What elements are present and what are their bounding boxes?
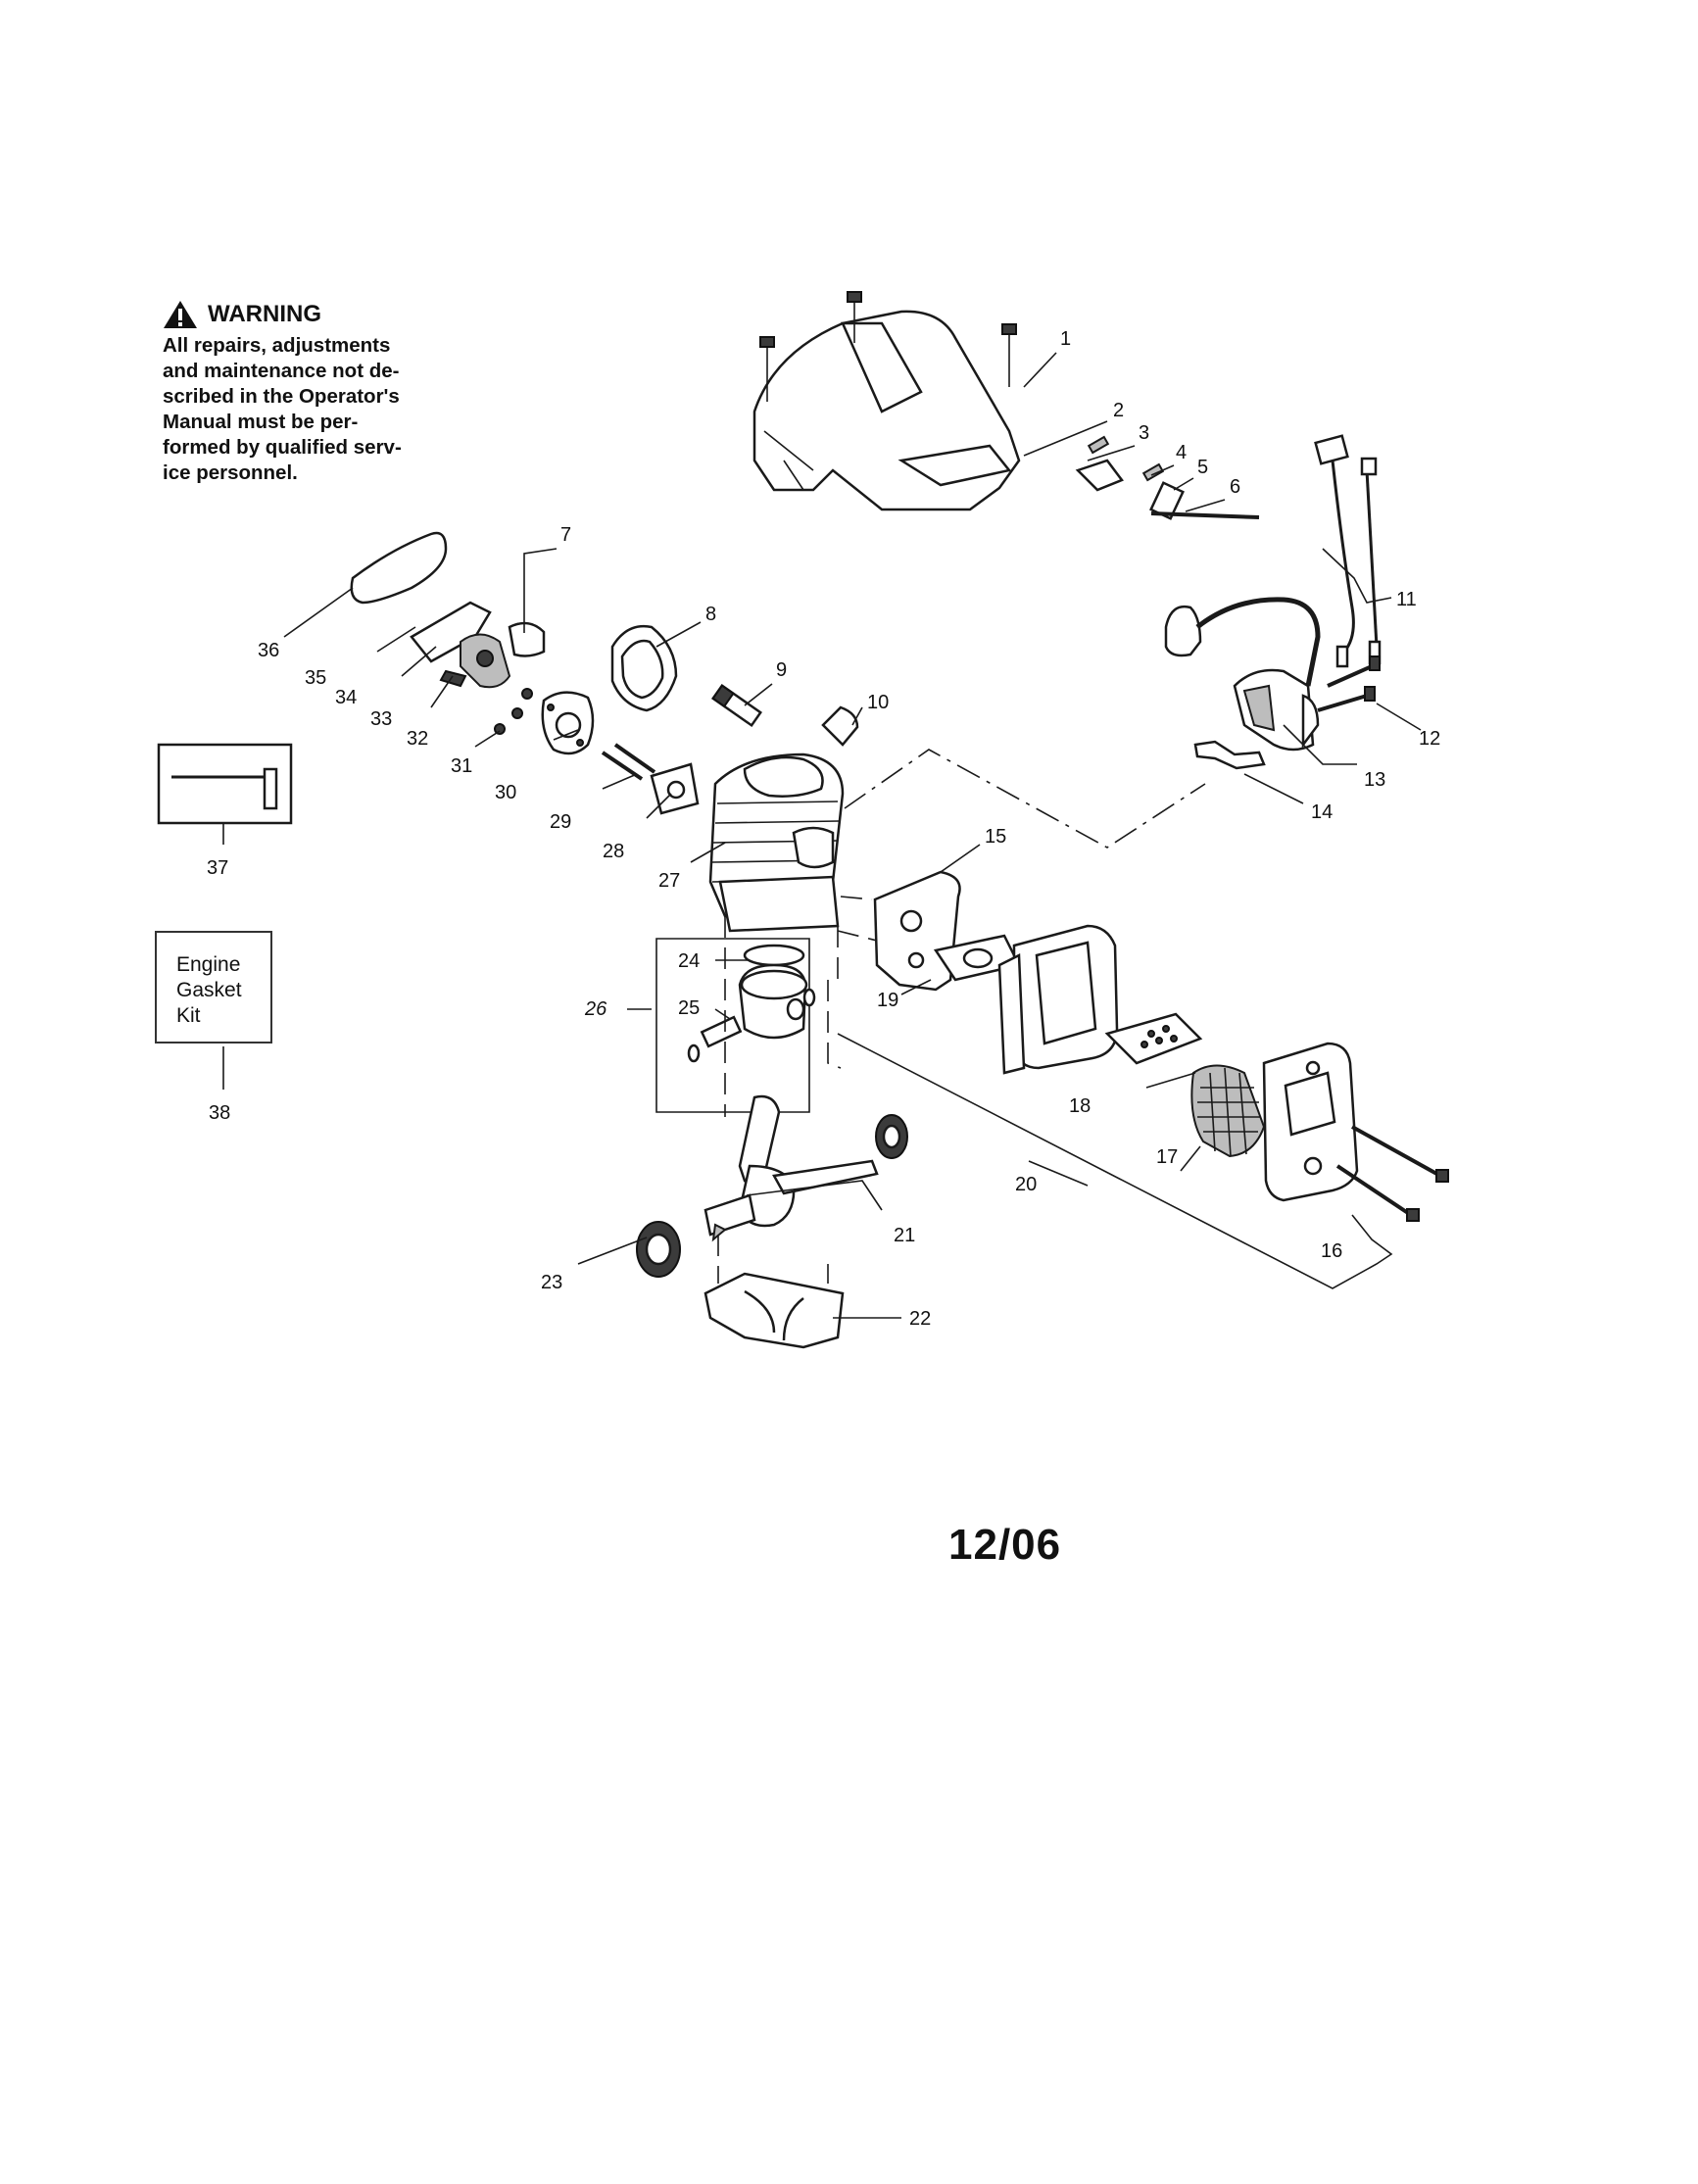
muffler-cover-part [1262,1042,1359,1202]
warning-text: All repairs, adjustments and maintenance… [163,333,447,486]
callout-32: 32 [407,728,428,750]
warning-line: Manual must be per- [163,411,359,433]
warning-line: All repairs, adjustments [163,334,391,357]
crankcase-bearing-part [636,1221,681,1278]
carburetor-part [410,601,546,689]
callout-28: 28 [603,841,624,862]
callout-35: 35 [305,667,326,689]
callout-labels: 1 2 3 4 5 6 7 8 9 10 11 12 13 14 15 16 1… [207,328,1440,1330]
ground-bracket-part [1193,740,1266,770]
warning-title: WARNING [208,301,321,327]
callout-34: 34 [335,687,357,708]
callout-37: 37 [207,857,228,879]
ignition-screw-part [1317,655,1381,712]
callout-25: 25 [678,997,700,1019]
callout-4: 4 [1176,442,1187,463]
spark-plug-boot-part [821,705,859,747]
callout-22: 22 [909,1308,931,1330]
kit-label-line: Gasket [176,979,242,1001]
callout-38: 38 [209,1102,230,1124]
crankshaft-bearing-part [875,1114,908,1159]
tool-box [157,743,293,825]
intake-bolt-part [601,743,656,781]
callout-31: 31 [451,755,472,777]
assembly-lines [717,749,1206,1284]
callout-10: 10 [867,692,889,713]
callout-12: 12 [1419,728,1440,750]
callout-36: 36 [258,640,279,661]
cylinder-part [708,752,845,933]
kit-label-line: Engine [176,953,241,976]
muffler-bolt-part [1335,1125,1449,1222]
callout-23: 23 [541,1272,562,1293]
warning-line: ice personnel. [163,461,298,484]
spark-plug-part [711,683,762,728]
carb-screw-part [494,688,533,735]
top-cover-part [752,310,1021,511]
callout-5: 5 [1197,457,1208,478]
spark-arrestor-screen-part [1190,1064,1266,1158]
crankshaft-part [703,1094,879,1242]
warning-line: and maintenance not de- [163,360,400,382]
small-clip-parts [1075,435,1260,520]
date-code: 12/06 [948,1521,1062,1569]
callout-16: 16 [1321,1240,1342,1262]
heat-shield-part [873,870,961,992]
warning-notice: WARNING All repairs, adjustments and mai… [163,300,447,486]
callout-15: 15 [985,826,1006,848]
callout-14: 14 [1311,801,1333,823]
callout-33: 33 [370,708,392,730]
spark-arrestor-plate-part [1104,1012,1203,1065]
leader-lines [222,352,1422,1319]
air-filter-part [350,531,448,605]
callout-30: 30 [495,782,516,803]
callout-17: 17 [1156,1146,1178,1168]
callout-6: 6 [1230,476,1240,498]
crankcase-half-part [703,1272,845,1349]
callout-11: 11 [1396,589,1417,610]
warning-line: formed by qualified serv- [163,436,402,459]
ignition-wire-part [1314,434,1382,668]
callout-29: 29 [550,811,571,833]
kit-label-line: Kit [176,1004,201,1027]
callout-20: 20 [1015,1174,1037,1195]
engine-gasket-kit-box: Engine Gasket Kit [155,931,272,1043]
callout-21: 21 [894,1225,915,1246]
cover-bolt-part [759,291,1017,402]
carb-adapter-part [541,691,595,755]
intake-boot-part [610,624,678,712]
callout-24: 24 [678,950,700,972]
ignition-module-part [1164,597,1321,752]
callout-7: 7 [560,524,571,546]
muffler-body-part [997,924,1119,1075]
callout-9: 9 [776,659,787,681]
callout-2: 2 [1113,400,1124,421]
piston-assembly-group [655,938,816,1113]
warning-triangle-icon [164,301,197,328]
callout-18: 18 [1069,1095,1091,1117]
warning-header: WARNING [163,300,447,329]
callout-19: 19 [877,990,898,1011]
callout-8: 8 [705,604,716,625]
callout-3: 3 [1139,422,1149,444]
callout-1: 1 [1060,328,1071,350]
callout-27: 27 [658,870,680,892]
callout-13: 13 [1364,769,1385,791]
callout-26: 26 [584,998,607,1020]
warning-line: scribed in the Operator's [163,385,400,408]
